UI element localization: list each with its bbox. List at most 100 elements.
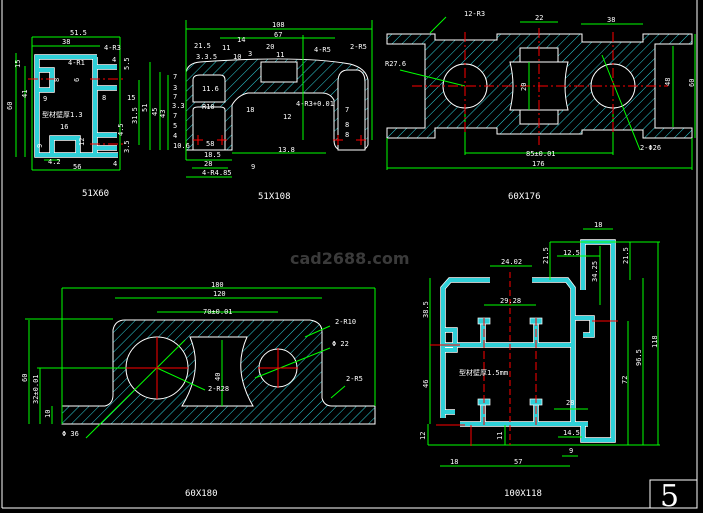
dimension-label: 60 xyxy=(6,102,14,110)
dimension-label: 12 xyxy=(419,432,427,440)
dimension-label: 14.5 xyxy=(563,429,580,437)
dimension-label: 3.3.5 xyxy=(196,53,217,61)
dimension-label: 4-R3 xyxy=(104,44,121,52)
dimension-label: 13.8 xyxy=(278,146,295,154)
dimension-label: 2-R10 xyxy=(335,318,356,326)
dimension-label: R10 xyxy=(202,103,215,111)
dimension-label: 10 xyxy=(233,53,241,61)
dimension-label: 2-R5 xyxy=(350,43,367,51)
dimension-label: 21.5 xyxy=(622,247,630,264)
dimension-label: 34.25 xyxy=(591,261,599,282)
dimension-label: 8 xyxy=(345,131,349,139)
dimension-label: 96.5 xyxy=(635,349,643,366)
dimension-label: 12 xyxy=(78,138,86,146)
dimension-label: 31.5 xyxy=(131,107,139,124)
dimension-lines xyxy=(386,16,696,170)
dimension-label: 12 xyxy=(283,113,291,121)
dimension-label: 2-Φ26 xyxy=(640,144,661,152)
dimension-label: 4-R5 xyxy=(314,46,331,54)
profile-51x60: 型材壁厚1.3 51X60 xyxy=(15,36,140,199)
dimension-label: 4 xyxy=(113,160,117,168)
centerlines xyxy=(28,78,125,145)
dimension-label: 2-R5 xyxy=(346,375,363,383)
dimension-label: 38.5 xyxy=(422,301,430,318)
profile-60x180: 60X180 xyxy=(25,287,376,499)
dimension-label: 45 xyxy=(151,108,159,116)
dimension-label: 22 xyxy=(535,14,543,22)
dimension-lines xyxy=(25,287,376,439)
dimension-label: 18.5 xyxy=(204,151,221,159)
dimension-label: 9 xyxy=(43,95,47,103)
wall-thickness-note: 型材壁厚1.5mm xyxy=(459,368,508,377)
dimension-label: 7 xyxy=(173,112,177,120)
dimension-label: 3.5 xyxy=(123,140,131,153)
dimension-label: 7 xyxy=(173,93,177,101)
dimension-label: 11 xyxy=(222,44,230,52)
profile-100x118: 型材壁厚1.5mm 100X118 xyxy=(427,228,660,499)
dimension-label: 3 xyxy=(248,50,252,58)
dimension-label: 41 xyxy=(21,90,29,98)
dimension-label: 7 xyxy=(345,106,349,114)
dimension-label: 72 xyxy=(621,376,629,384)
dimension-label: 67 xyxy=(274,31,282,39)
dimension-label: 16 xyxy=(60,123,68,131)
dimension-label: 5 xyxy=(173,122,177,130)
dimension-label: 8 xyxy=(345,121,349,129)
sheet-number: 5 xyxy=(660,479,679,513)
dimension-label: 4.5 xyxy=(117,123,125,136)
dimension-label: 4-R1 xyxy=(68,59,85,67)
dimension-label: 48 xyxy=(664,78,672,86)
dimension-label: 18 xyxy=(594,221,602,229)
dimension-label: 2-R28 xyxy=(208,385,229,393)
dimension-label: 5.5 xyxy=(123,57,131,70)
dimension-label: 32±0.01 xyxy=(32,374,40,404)
dimension-label: 15 xyxy=(14,60,22,68)
dimension-label: 38 xyxy=(607,16,615,24)
centerlines xyxy=(412,28,668,145)
dimension-label: 21.5 xyxy=(194,42,211,50)
wall-thickness-note: 型材壁厚1.3 xyxy=(42,110,83,119)
watermark: cad2688.com xyxy=(290,249,410,268)
dimension-label: 58 xyxy=(206,140,214,148)
dimension-label: 51 xyxy=(141,104,149,112)
dimension-label: Φ 22 xyxy=(332,340,349,348)
dimension-lines xyxy=(149,20,373,178)
dimension-label: 51.5 xyxy=(70,29,87,37)
dimension-label: 20 xyxy=(520,83,528,91)
dimension-label: 108 xyxy=(272,21,285,29)
dimension-label: 10 xyxy=(44,410,52,418)
dimension-label: 4 xyxy=(112,56,116,64)
dimension-label: 118 xyxy=(651,335,659,348)
dimension-label: 12-R3 xyxy=(464,10,485,18)
profile-title: 100X118 xyxy=(504,489,542,499)
dimension-label: 60 xyxy=(21,374,29,382)
dimension-label: 85±0.01 xyxy=(526,150,556,158)
dimension-label: 28 xyxy=(204,160,212,168)
dimension-label: 9 xyxy=(569,447,573,455)
dimension-label: 46 xyxy=(422,380,430,388)
dimension-label: 9 xyxy=(36,144,44,148)
dimension-label: 11 xyxy=(276,51,284,59)
dimension-label: 7 xyxy=(173,73,177,81)
dimension-label: 40 xyxy=(214,373,222,381)
dimension-label: 21.5 xyxy=(542,247,550,264)
dimension-label: 4.2 xyxy=(48,158,61,166)
dimension-label: 8 xyxy=(102,94,106,102)
dimension-label: 57 xyxy=(514,458,522,466)
dimension-label: 9 xyxy=(251,163,255,171)
dimension-label: 38 xyxy=(62,38,70,46)
dimension-label: 60 xyxy=(688,79,696,87)
profile-60x176: 60X176 xyxy=(386,16,696,202)
sheet-number-box xyxy=(649,479,698,509)
dimension-label: 12.5 xyxy=(563,249,580,257)
dimension-label: 15 xyxy=(127,94,135,102)
dimension-label: 11 xyxy=(496,432,504,440)
dimension-label: 28 xyxy=(566,399,574,407)
dimension-label: 18 xyxy=(246,106,254,114)
dimension-label: 8 xyxy=(53,78,61,82)
dimension-lines xyxy=(427,228,660,467)
dimension-label: 4-R4.85 xyxy=(202,169,232,177)
dimension-label: 180 xyxy=(211,281,224,289)
